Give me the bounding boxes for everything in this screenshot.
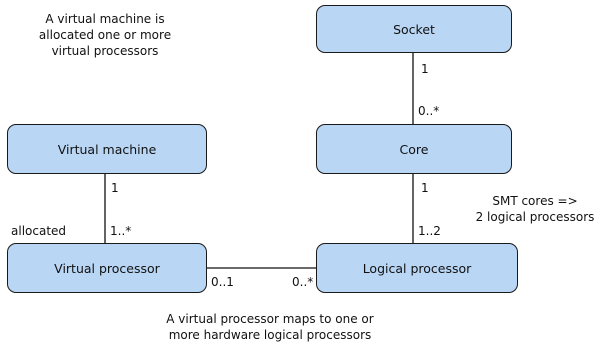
vp-mapping-note: A virtual processor maps to one or more …	[130, 311, 410, 343]
socket-label: Socket	[393, 21, 435, 37]
virtual-machine-node: Virtual machine	[7, 124, 207, 174]
smt-note-line: SMT cores =>	[492, 194, 578, 208]
smt-note: SMT cores => 2 logical processors	[475, 193, 595, 225]
vp-note-line: A virtual processor maps to one or	[166, 312, 374, 326]
vm-note-line: A virtual machine is	[45, 12, 165, 26]
core-label: Core	[399, 141, 429, 157]
multiplicity-lp-end-from-core: 1..2	[418, 224, 441, 238]
logical-processor-label: Logical processor	[362, 260, 472, 276]
multiplicity-core-end-to-lp: 1	[421, 181, 429, 195]
vm-allocation-note: A virtual machine is allocated one or mo…	[10, 11, 200, 59]
multiplicity-core-end-from-socket: 0..*	[418, 104, 440, 118]
virtual-processor-label: Virtual processor	[54, 260, 160, 276]
smt-note-line: 2 logical processors	[475, 210, 595, 224]
multiplicity-lp-end-from-vp: 0..*	[292, 275, 314, 289]
core-node: Core	[316, 124, 512, 174]
virtual-processor-node: Virtual processor	[7, 243, 207, 293]
vm-note-line: virtual processors	[51, 44, 159, 58]
multiplicity-vm-end: 1	[111, 181, 119, 195]
multiplicity-vp-end-from-vm: 1..*	[110, 224, 132, 238]
allocated-label: allocated	[11, 224, 67, 238]
logical-processor-node: Logical processor	[316, 243, 518, 293]
socket-node: Socket	[316, 5, 512, 53]
vp-note-line: more hardware logical processors	[168, 328, 372, 342]
multiplicity-socket-end: 1	[421, 62, 429, 76]
multiplicity-vp-end-to-lp: 0..1	[211, 275, 234, 289]
virtual-machine-label: Virtual machine	[57, 141, 157, 157]
vm-note-line: allocated one or more	[38, 28, 172, 42]
